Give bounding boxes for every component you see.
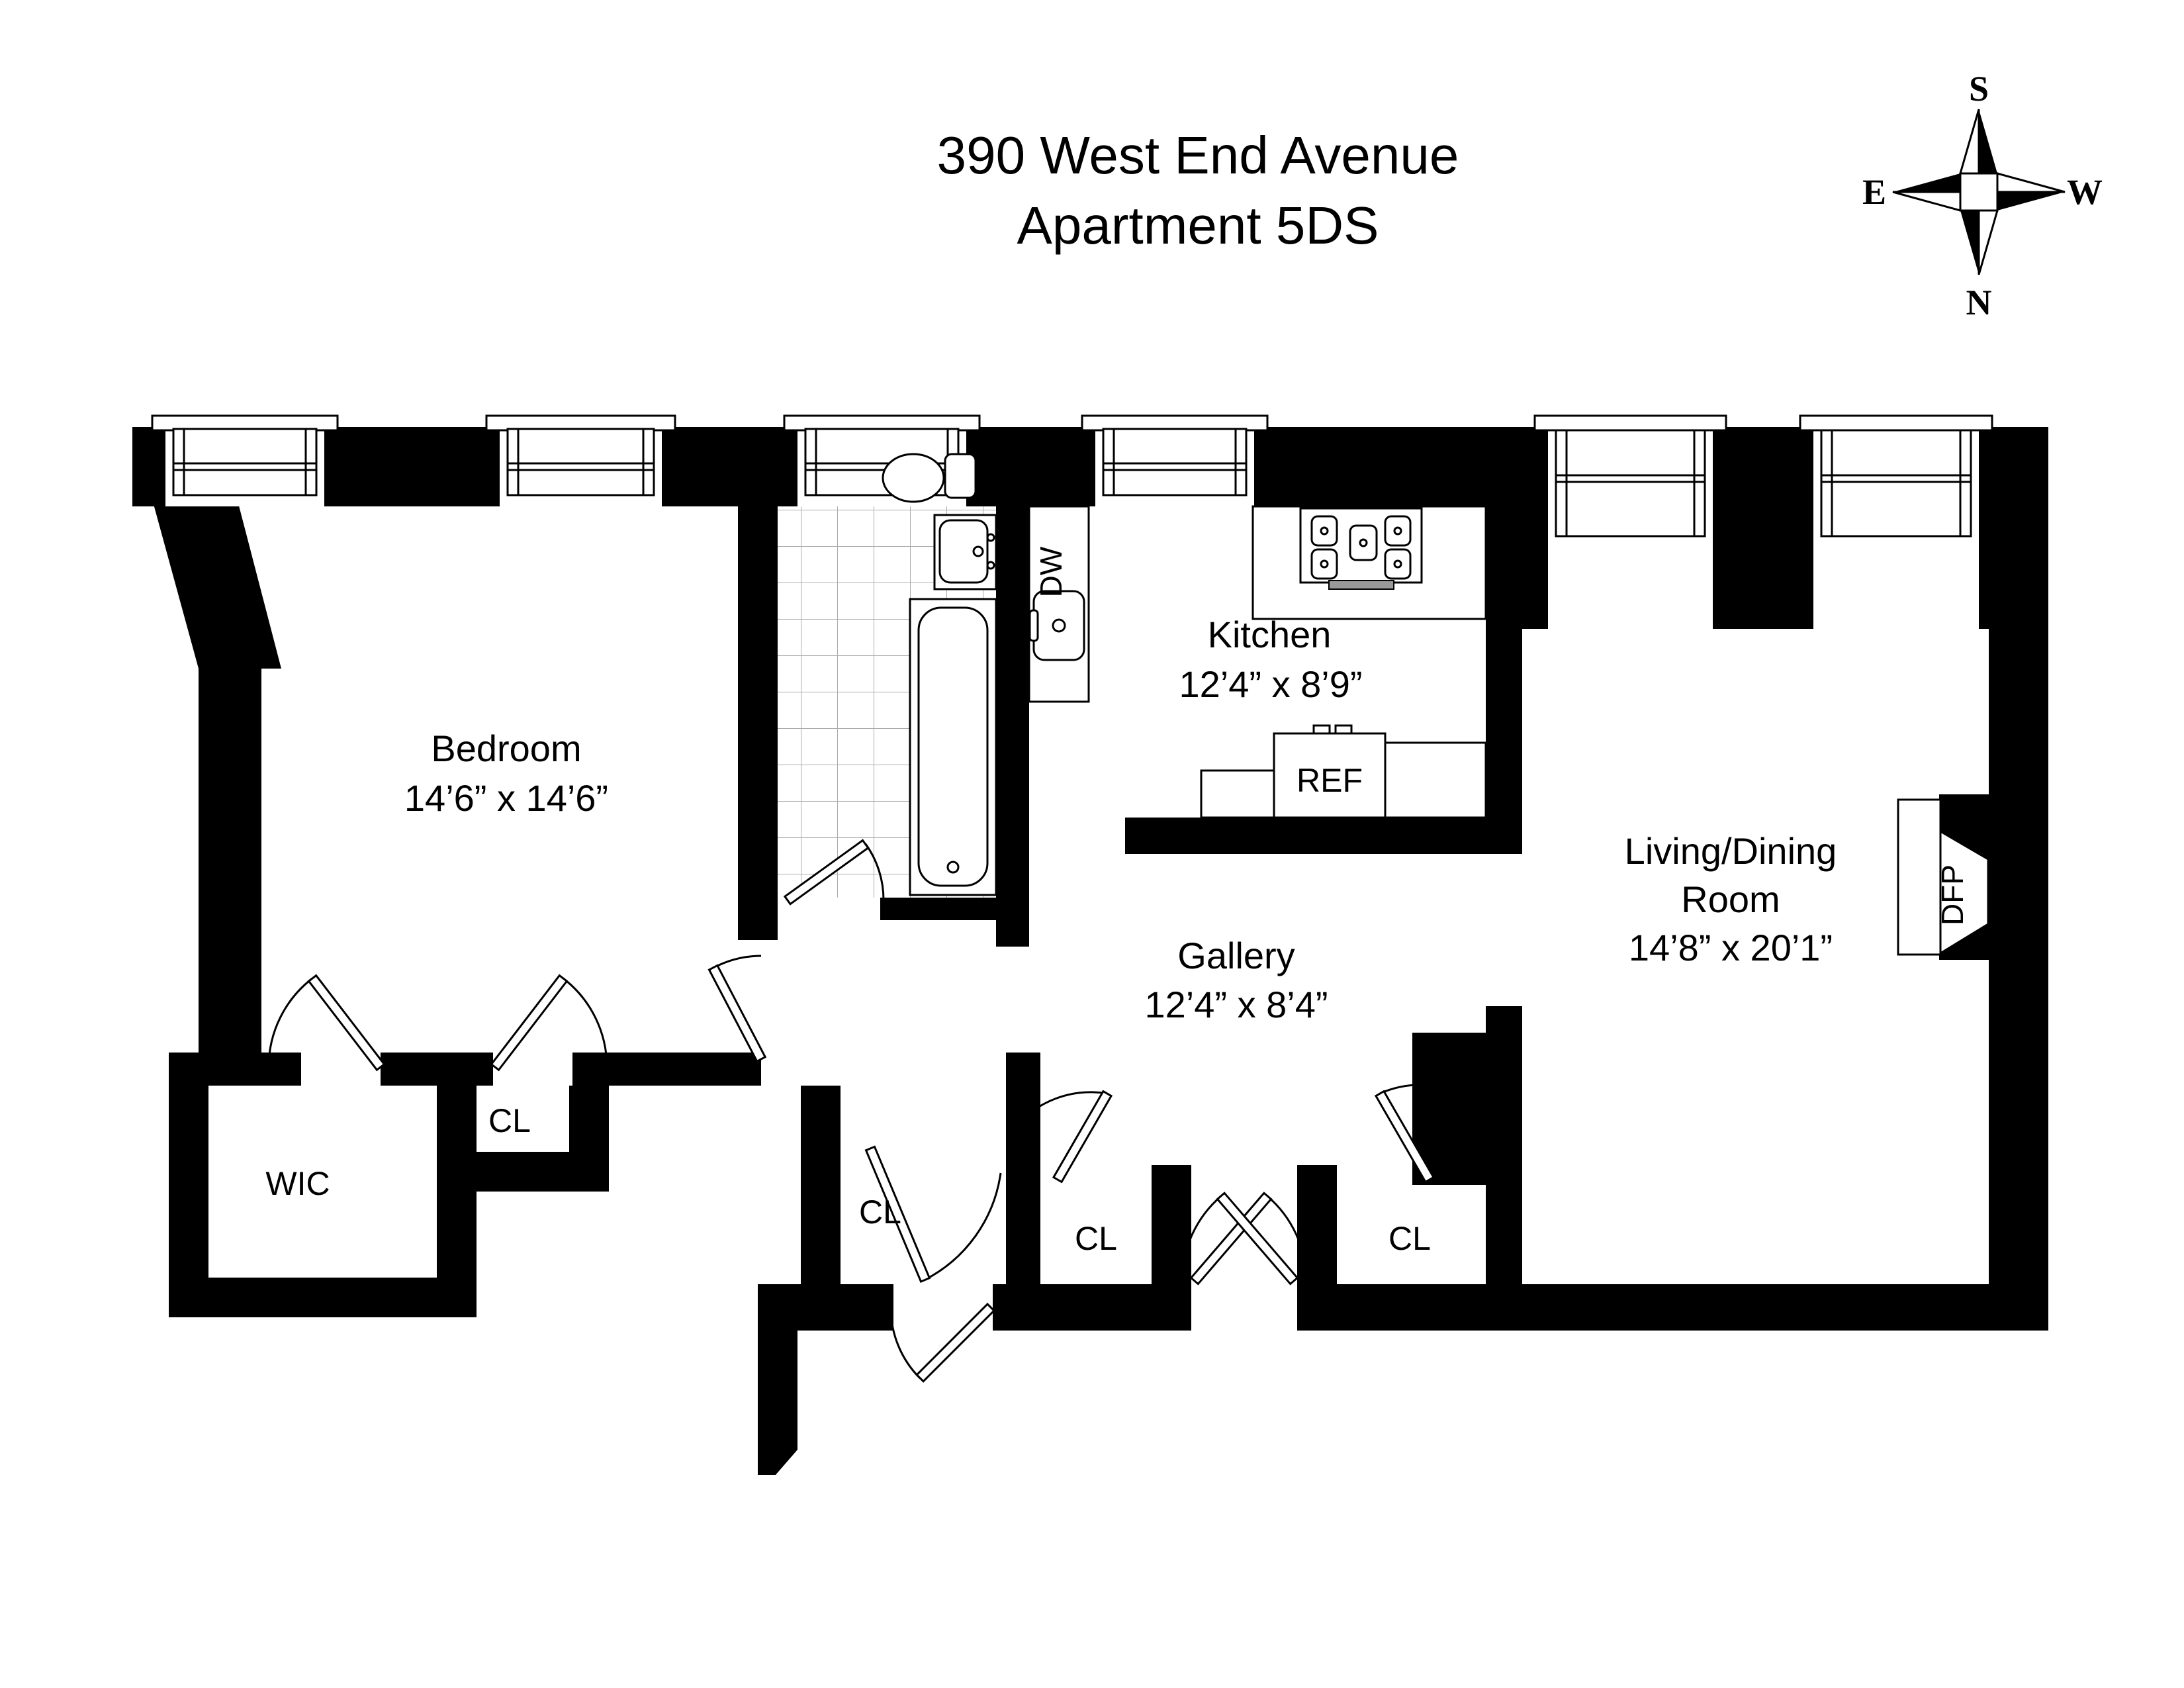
kitchen-label: Kitchen <box>1208 614 1332 655</box>
gallery-closet-right-label: CL <box>1388 1220 1431 1257</box>
window-icon <box>1799 414 1993 629</box>
kitchen-living-wall-lower <box>1486 1006 1522 1284</box>
vestibule-corner <box>797 1284 838 1331</box>
counter-left-of-fridge <box>1200 769 1275 819</box>
living-dining-label-1: Living/Dining <box>1625 830 1837 872</box>
range-hood-bar <box>1328 580 1394 590</box>
compass-east-label: E <box>1862 172 1886 212</box>
right-closet-left-wall <box>1297 1165 1337 1284</box>
bathroom-bottom-wall <box>880 898 1007 920</box>
bedroom-closet-door <box>490 974 608 1072</box>
bottom-wall-living <box>1486 1284 2048 1331</box>
wic-door <box>267 974 386 1072</box>
wic-bottom-wall <box>169 1278 477 1317</box>
bedroom-door <box>707 955 767 1063</box>
compass-rose-icon: S N E W <box>1862 69 2103 322</box>
title-line-1: 390 West End Avenue <box>937 126 1459 185</box>
refrigerator-label: REF <box>1297 762 1363 799</box>
kitchen-dimensions: 12’4” x 8’9” <box>1179 663 1362 705</box>
compass-north-label: N <box>1966 283 1992 322</box>
kitchen-counter <box>1251 505 1487 620</box>
room-labels: Bedroom 14’6” x 14’6” Kitchen 12’4” x 8’… <box>265 546 1970 1257</box>
counter-right-of-fridge <box>1384 741 1487 819</box>
bedroom-label: Bedroom <box>431 727 581 769</box>
window-icon <box>1533 414 1727 629</box>
door-openings <box>301 1053 1297 1331</box>
plan-title: 390 West End Avenue Apartment 5DS <box>937 126 1459 255</box>
hall-closet-door <box>864 1145 1002 1284</box>
gallery-dimensions: 12’4” x 8’4” <box>1144 984 1328 1025</box>
fireplace-icon <box>1897 798 1989 956</box>
kitchen-bottom-wall <box>1125 818 1486 854</box>
bedroom-bottom-wall <box>199 1053 761 1086</box>
entry-door-left-leaf <box>1189 1192 1308 1286</box>
wic-right-wall <box>437 1086 477 1317</box>
title-line-2: Apartment 5DS <box>1017 196 1379 255</box>
window-icon <box>1081 414 1269 506</box>
bathroom-sink-icon <box>933 514 997 590</box>
bathroom <box>778 453 997 898</box>
compass-west-label: W <box>2067 172 2103 212</box>
bedroom-closet-bottom-wall <box>437 1152 609 1192</box>
toilet-icon <box>882 453 977 503</box>
gallery-closet-right-door <box>1374 1084 1483 1184</box>
hall-closet-label: CL <box>859 1194 901 1231</box>
fireplace-label: DFP <box>1935 865 1970 925</box>
window-icon <box>485 414 676 506</box>
dishwasher-label: DW <box>1034 546 1068 597</box>
kitchen-fixtures <box>1028 505 1487 819</box>
gallery-left-wall <box>1006 1053 1040 1284</box>
vestibule-door <box>889 1302 996 1383</box>
gallery-living-pier <box>1412 1033 1486 1185</box>
living-dining-label-2: Room <box>1681 878 1780 920</box>
windows <box>151 414 1993 629</box>
gallery-closet-left-label: CL <box>1075 1220 1117 1257</box>
gallery-closet-left-door <box>1013 1090 1113 1184</box>
bedroom-closet-label: CL <box>488 1102 531 1139</box>
gallery-label: Gallery <box>1177 935 1295 976</box>
window-icon <box>151 414 339 506</box>
doors <box>267 839 1483 1383</box>
stove-icon <box>1299 507 1423 590</box>
wic-label: WIC <box>265 1165 330 1202</box>
middle-closet-right-wall <box>1152 1165 1191 1284</box>
compass-south-label: S <box>1969 69 1989 109</box>
entry-door-right-leaf <box>1181 1192 1299 1286</box>
hall-closet-left-wall <box>801 1086 841 1284</box>
left-wall <box>199 669 261 1086</box>
living-dining-dimensions: 14’8” x 20’1” <box>1629 927 1833 968</box>
bedroom-dimensions: 14’6” x 14’6” <box>404 777 608 819</box>
kitchen-sink-icon <box>1028 590 1085 661</box>
bathtub-icon <box>909 598 997 896</box>
vestibule-left-wall <box>758 1284 797 1475</box>
wic-left-wall <box>169 1053 208 1317</box>
bedroom-bathroom-wall <box>738 427 778 940</box>
kitchen-living-wall-upper <box>1486 506 1522 854</box>
bathroom-right-wall <box>996 427 1029 947</box>
bathroom-door <box>783 839 885 906</box>
